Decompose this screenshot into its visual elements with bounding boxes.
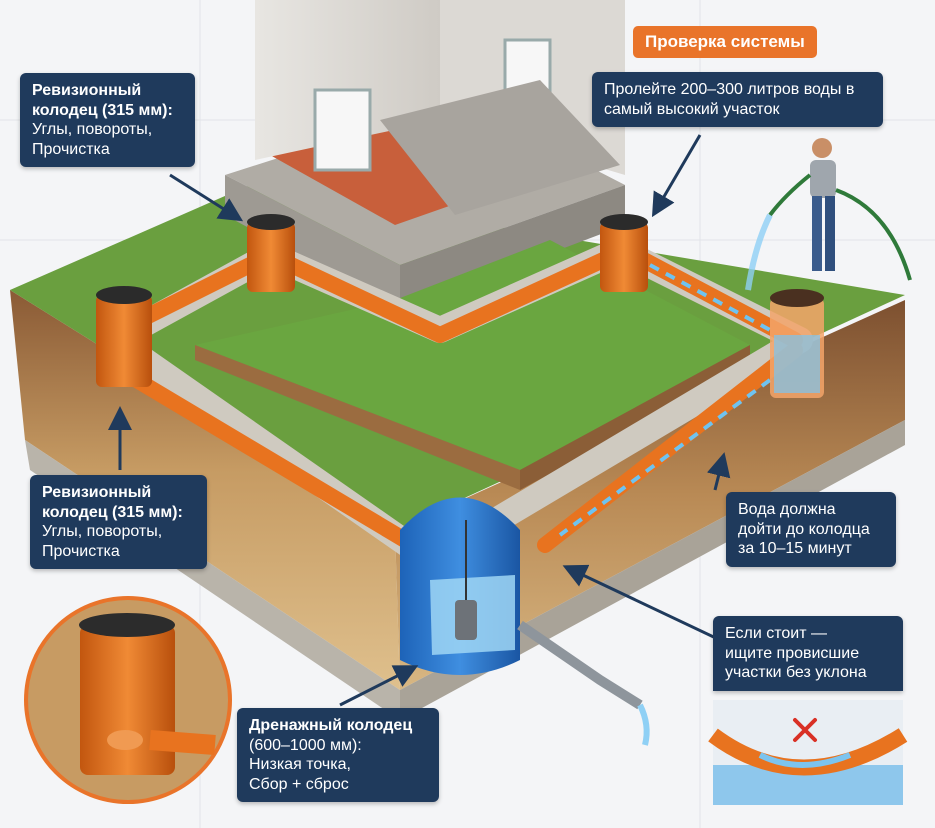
inset-inspection-well — [24, 596, 232, 804]
error-x-icon — [793, 718, 817, 742]
inner-lawn — [195, 240, 750, 490]
callout-sagging-line3: участки без уклона — [725, 664, 867, 682]
callout-inspection-top: Ревизионный колодец (315 мм): Углы, пово… — [20, 73, 195, 168]
arrow-icon — [108, 134, 731, 707]
callout-inspection-top-title: Ревизионный колодец (315 мм): — [32, 82, 173, 119]
callout-flow-time: Вода должна дойти до колодца за 10–15 ми… — [726, 492, 896, 567]
callout-sagging-line1: Если стоит — — [725, 625, 827, 642]
drainage-well — [400, 497, 650, 746]
callout-inspection-left-line1: Углы, повороты, — [42, 523, 163, 541]
callout-inspection-top-line2: Прочистка — [32, 140, 110, 158]
inspection-well-left — [96, 286, 152, 387]
inspection-well-top — [247, 214, 295, 292]
house — [225, 0, 625, 310]
callout-pour-text: Пролейте 200–300 литров воды в самый выс… — [604, 81, 855, 118]
inspection-well-flush — [770, 289, 824, 398]
callout-inspection-left-line2: Прочистка — [42, 542, 120, 560]
callout-flow-time-line2: дойти до колодца — [738, 520, 870, 538]
callout-sagging-line2: ищите провисшие — [725, 644, 860, 662]
callout-pour-water: Пролейте 200–300 литров воды в самый выс… — [592, 72, 883, 128]
callout-drain-well-line2: Низкая точка, — [249, 756, 351, 774]
callout-drain-well-line1: (600–1000 мм): — [249, 736, 362, 754]
callout-inspection-left: Ревизионный колодец (315 мм): Углы, пово… — [30, 475, 207, 570]
callout-drain-well: Дренажный колодец (600–1000 мм): Низкая … — [237, 708, 439, 803]
pipe-water-flow — [558, 263, 772, 537]
callout-flow-time-line1: Вода должна — [738, 501, 836, 518]
callout-drain-well-title: Дренажный колодец — [249, 717, 413, 734]
callout-inspection-left-title: Ревизионный колодец (315 мм): — [42, 484, 183, 521]
callout-sagging: Если стоит — ищите провисшие участки без… — [713, 616, 903, 691]
callout-drain-well-line3: Сбор + сброс — [249, 775, 349, 793]
person-icon — [745, 138, 912, 291]
inset-sagging-pipe — [708, 700, 908, 805]
inspection-well-right — [600, 214, 648, 292]
callout-inspection-top-line1: Углы, повороты, — [32, 121, 153, 139]
system-check-tag: Проверка системы — [633, 26, 817, 58]
callout-flow-time-line3: за 10–15 минут — [738, 540, 852, 558]
